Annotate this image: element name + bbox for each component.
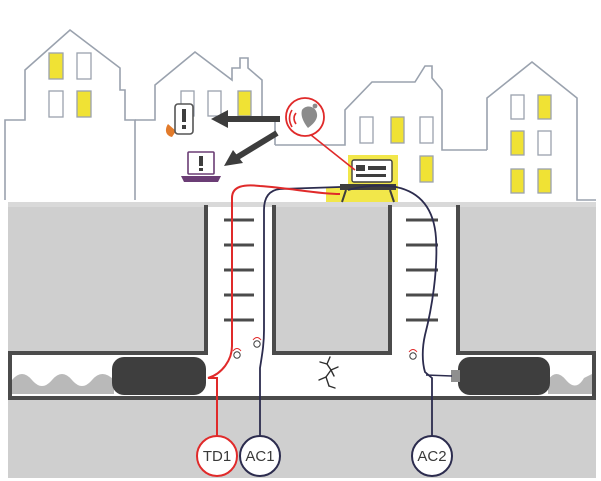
cable-plug-feed	[425, 374, 453, 377]
window	[48, 90, 64, 118]
bell-wave-icon	[285, 97, 325, 137]
pipe-crack-icon	[318, 356, 339, 389]
house-2-outline	[135, 50, 276, 145]
ground-section	[8, 202, 596, 478]
window	[359, 116, 374, 144]
arrow-to-phone	[211, 110, 280, 128]
ground-bottom-block	[8, 400, 596, 478]
pipe-plug-left	[112, 357, 206, 395]
house-3-outline	[275, 65, 487, 151]
shaft-wall	[456, 205, 460, 355]
td1-label-badge: TD1	[196, 435, 238, 477]
ground-top-strip	[8, 202, 596, 207]
cable-ac2	[347, 184, 438, 448]
cable-td1	[207, 184, 341, 438]
ac1-label-badge: AC1	[239, 435, 281, 477]
ground-right-block	[458, 205, 596, 354]
window	[76, 90, 92, 118]
cable-ac1	[259, 186, 341, 448]
ac2-label-badge: AC2	[411, 435, 453, 477]
pipe-cap	[8, 351, 12, 400]
pipe-cap	[592, 351, 596, 400]
pipe-bottom-line	[8, 396, 596, 400]
plug-nozzle	[451, 370, 460, 382]
window	[48, 52, 64, 80]
window	[237, 90, 252, 117]
water-left	[12, 374, 114, 394]
window	[390, 116, 405, 144]
ground-center-block	[273, 205, 391, 354]
house-windows	[48, 52, 552, 194]
shaft-wall	[388, 205, 392, 355]
window	[537, 168, 552, 194]
ladder-right	[406, 218, 438, 322]
window	[419, 116, 434, 144]
hydrophone-sensor-icon	[408, 349, 418, 360]
hydrophone-sensor-icon	[252, 337, 262, 348]
td1-label: TD1	[203, 448, 231, 465]
center-block-base	[272, 351, 392, 355]
hydrophone-sensor-icon	[232, 348, 242, 359]
pipe-plug-right	[458, 357, 550, 395]
window	[537, 94, 552, 120]
smartphone-alert-icon	[165, 103, 194, 137]
houses-skyline	[4, 28, 596, 201]
water-right	[548, 374, 592, 394]
ac1-label: AC1	[245, 448, 274, 465]
window	[510, 130, 525, 156]
ground-left-block	[8, 205, 207, 354]
pipe-top-line	[456, 351, 596, 355]
pipe-top-line	[8, 351, 208, 355]
window	[537, 130, 552, 156]
window	[419, 155, 434, 183]
shaft-wall	[272, 205, 276, 355]
shaft-wall	[204, 205, 208, 355]
data-logger-icon	[340, 159, 396, 203]
arrow-to-laptop	[224, 130, 279, 166]
window	[510, 168, 525, 194]
ladder-left	[224, 218, 254, 322]
ac2-label: AC2	[417, 448, 446, 465]
alarm-link	[310, 134, 356, 171]
window	[76, 52, 92, 80]
house-1-outline	[4, 28, 136, 200]
house-4-outline	[486, 60, 596, 201]
window	[510, 94, 525, 120]
laptop-alert-icon	[181, 151, 221, 182]
window	[207, 90, 222, 117]
